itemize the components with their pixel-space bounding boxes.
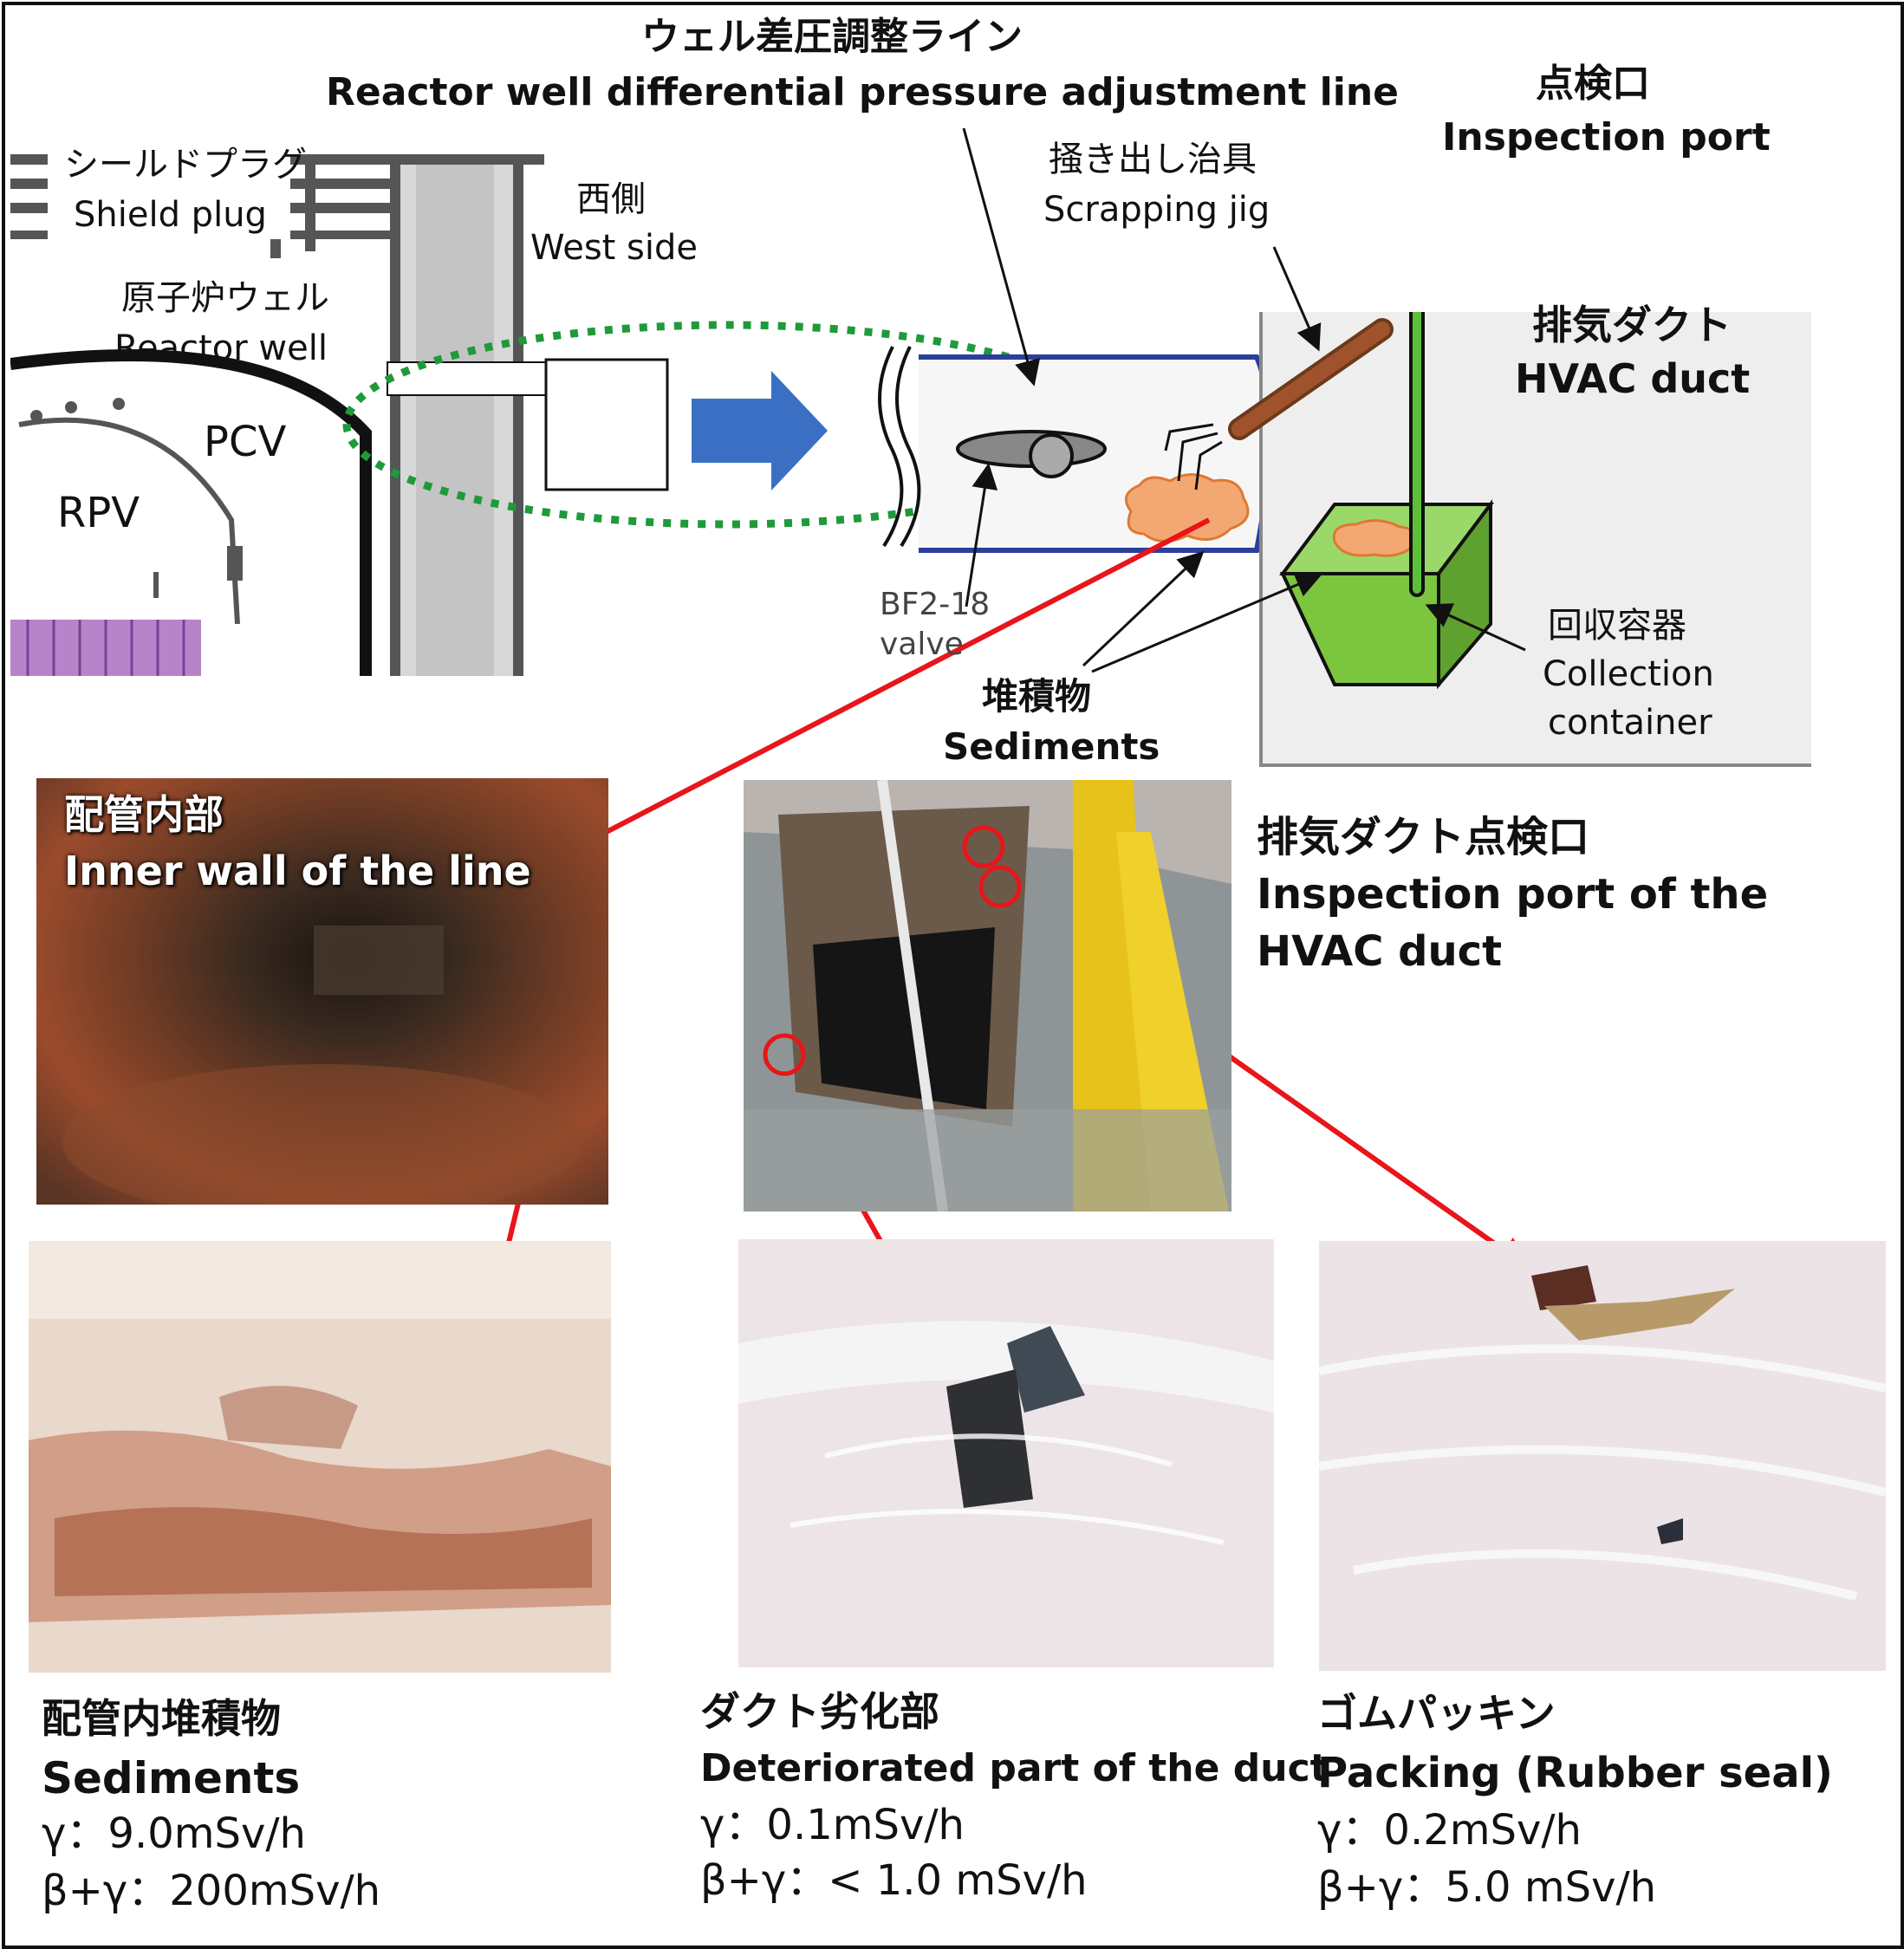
- sample3-label-ja: ゴムパッキン: [1317, 1690, 1556, 1737]
- inspection-port-label-en: Inspection port: [1442, 115, 1771, 159]
- sample2-label-en: Deteriorated part of the duct: [700, 1746, 1329, 1790]
- sediments-label-ja: 堆積物: [982, 675, 1092, 718]
- shield-plug-label-ja: シールドプラグ: [64, 145, 307, 185]
- collection-container-label-en2: container: [1548, 703, 1712, 743]
- collection-container-label-ja: 回収容器: [1548, 606, 1686, 646]
- valve-label-line1: BF2-18: [880, 587, 991, 622]
- reactor-well-label-en: Reactor well: [114, 328, 328, 368]
- collection-container-label-en1: Collection: [1543, 654, 1714, 694]
- west-side-label-ja: 西側: [576, 179, 646, 219]
- hvac-duct-label-en: HVAC duct: [1515, 355, 1751, 402]
- duct-port-photo: [744, 780, 1231, 1212]
- valve-label-line2: valve: [880, 627, 964, 662]
- inner-wall-label-ja: 配管内部: [64, 791, 224, 838]
- shield-plug-label-en: Shield plug: [74, 195, 267, 235]
- sample3-beta-gamma: β+γ：5.0 mSv/h: [1317, 1863, 1657, 1912]
- packing-sample-photo: [1319, 1241, 1886, 1671]
- sediment-sample-photo: [29, 1241, 611, 1673]
- hvac-duct-label-ja: 排気ダクト: [1532, 302, 1732, 348]
- sample1-label-ja: 配管内堆積物: [42, 1695, 281, 1742]
- sample1-label-en: Sediments: [42, 1753, 301, 1803]
- duct-port-label-en1: Inspection port of the: [1257, 870, 1769, 919]
- sample1-beta-gamma: β+γ：200mSv/h: [42, 1867, 381, 1915]
- rpv-label: RPV: [57, 489, 140, 537]
- duct-port-label-ja: 排気ダクト点検口: [1257, 813, 1590, 861]
- duct-sample-photo: [738, 1239, 1274, 1667]
- well-line-title-en: Reactor well differential pressure adjus…: [326, 70, 1399, 114]
- sample3-gamma: γ：0.2mSv/h: [1317, 1806, 1582, 1855]
- inner-wall-label-en: Inner wall of the line: [64, 848, 531, 894]
- flow-arrow: [692, 371, 828, 490]
- scraping-jig-label-ja: 掻き出し治具: [1049, 140, 1257, 179]
- sample1-gamma: γ：9.0mSv/h: [42, 1809, 306, 1858]
- sample2-label-ja: ダクト劣化部: [700, 1688, 939, 1735]
- reactor-well-label-ja: 原子炉ウェル: [121, 278, 329, 318]
- line-schematic: - -: [342, 312, 1811, 767]
- inner-wall-photo: [36, 778, 608, 1205]
- west-side-label-en: West side: [530, 228, 699, 268]
- sample2-beta-gamma: β+γ：< 1.0 mSv/h: [700, 1856, 1088, 1905]
- sample2-gamma: γ：0.1mSv/h: [700, 1801, 965, 1849]
- duct-port-label-en2: HVAC duct: [1257, 927, 1503, 976]
- inspection-port-label-ja: 点検口: [1536, 62, 1650, 106]
- pcv-label: PCV: [204, 418, 287, 466]
- sediments-label-en: Sediments: [943, 725, 1160, 768]
- sample3-label-en: Packing (Rubber seal): [1317, 1749, 1833, 1797]
- well-line-title-ja: ウェル差圧調整ライン: [641, 15, 1023, 59]
- shield-plug-label-box: [48, 146, 290, 239]
- scraping-jig-label-en: Scrapping jig: [1043, 190, 1270, 230]
